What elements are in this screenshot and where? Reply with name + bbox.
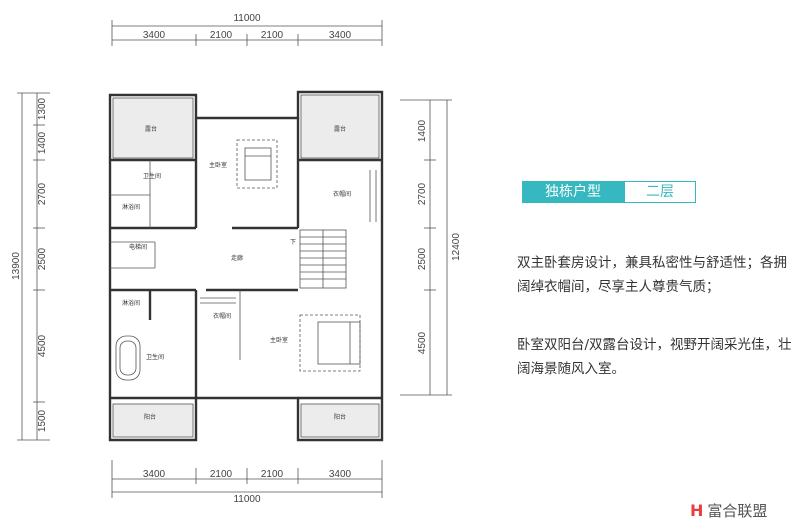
bed-bottom xyxy=(299,314,361,372)
room-shower-bottom: 淋浴间 xyxy=(122,299,140,307)
room-bathroom-top: 卫生间 xyxy=(143,172,161,180)
left-total-dim: 13900 xyxy=(11,252,22,280)
room-master-bedroom-top: 主卧室 xyxy=(209,161,227,169)
terrace-left-area xyxy=(112,97,194,159)
floor-tag: 独栋户型 二层 xyxy=(522,181,696,203)
left-dim-5: 4500 xyxy=(37,334,48,357)
balcony-right-area xyxy=(300,403,380,438)
right-total-dim: 12400 xyxy=(451,233,462,261)
bottom-dim-1: 3400 xyxy=(143,469,166,480)
top-total-dim: 11000 xyxy=(233,13,261,24)
brand-logo: H 富合联盟 xyxy=(690,500,767,521)
wardrobe-rack-bottom xyxy=(200,297,236,304)
floor-label: 二层 xyxy=(624,181,696,203)
room-corridor: 走廊 xyxy=(231,254,243,262)
room-wardrobe-bottom: 衣帽间 xyxy=(213,312,231,320)
wardrobe-rack-top xyxy=(369,170,377,222)
bed-top xyxy=(236,139,278,189)
description-paragraph-2: 卧室双阳台/双露台设计，视野开阔采光佳，壮阔海景随风入室。 xyxy=(517,337,792,377)
room-bathroom-bottom: 卫生间 xyxy=(146,353,164,361)
room-terrace-left: 露台 xyxy=(145,125,157,133)
bottom-dim-2: 2100 xyxy=(210,469,233,480)
room-balcony-left: 阳台 xyxy=(144,413,156,421)
room-lift: 电梯间 xyxy=(129,243,147,251)
left-dimension: 1300 1400 2700 2500 4500 1500 13900 xyxy=(11,92,50,441)
room-terrace-right: 露台 xyxy=(334,125,346,133)
house-type-label: 独栋户型 xyxy=(522,181,624,203)
terrace-right-area xyxy=(300,94,380,159)
top-dim-2: 2100 xyxy=(210,30,233,41)
room-master-bedroom-bottom: 主卧室 xyxy=(270,336,288,344)
right-dim-3: 2500 xyxy=(417,247,428,270)
bathtub xyxy=(115,335,141,381)
bottom-dimension: 3400 2100 2100 3400 11000 xyxy=(111,460,383,505)
top-dim-1: 3400 xyxy=(143,30,166,41)
floor-plan: 11000 3400 2100 2100 3400 3400 2100 2100… xyxy=(11,13,462,505)
right-dim-1: 1400 xyxy=(417,119,428,142)
left-dim-2: 1400 xyxy=(37,131,48,154)
stair-down-mark: 下 xyxy=(290,239,296,246)
top-dim-4: 3400 xyxy=(329,30,352,41)
right-dim-4: 4500 xyxy=(417,331,428,354)
brand-mark-icon: H xyxy=(690,501,704,520)
left-dim-6: 1500 xyxy=(37,409,48,432)
top-dim-3: 2100 xyxy=(261,30,284,41)
top-dimension: 11000 3400 2100 2100 3400 xyxy=(111,13,383,46)
description-paragraph-1: 双主卧套房设计，兼具私密性与舒适性；各拥阔绰衣帽间，尽享主人尊贵气质； xyxy=(517,255,787,295)
brand-name: 富合联盟 xyxy=(707,502,768,520)
room-shower-top: 淋浴间 xyxy=(122,203,140,211)
bottom-dim-3: 2100 xyxy=(261,469,284,480)
left-dim-4: 2500 xyxy=(37,247,48,270)
bottom-total-dim: 11000 xyxy=(233,494,261,505)
right-dimension: 1400 2700 2500 4500 12400 xyxy=(400,99,462,396)
room-wardrobe-top: 衣帽间 xyxy=(333,190,351,198)
room-balcony-right: 阳台 xyxy=(334,413,346,421)
balcony-left-area xyxy=(112,403,194,438)
bottom-dim-4: 3400 xyxy=(329,469,352,480)
left-dim-1: 1300 xyxy=(37,97,48,120)
staircase xyxy=(299,229,347,289)
left-dim-3: 2700 xyxy=(37,182,48,205)
right-dim-2: 2700 xyxy=(417,182,428,205)
walls xyxy=(108,90,384,442)
